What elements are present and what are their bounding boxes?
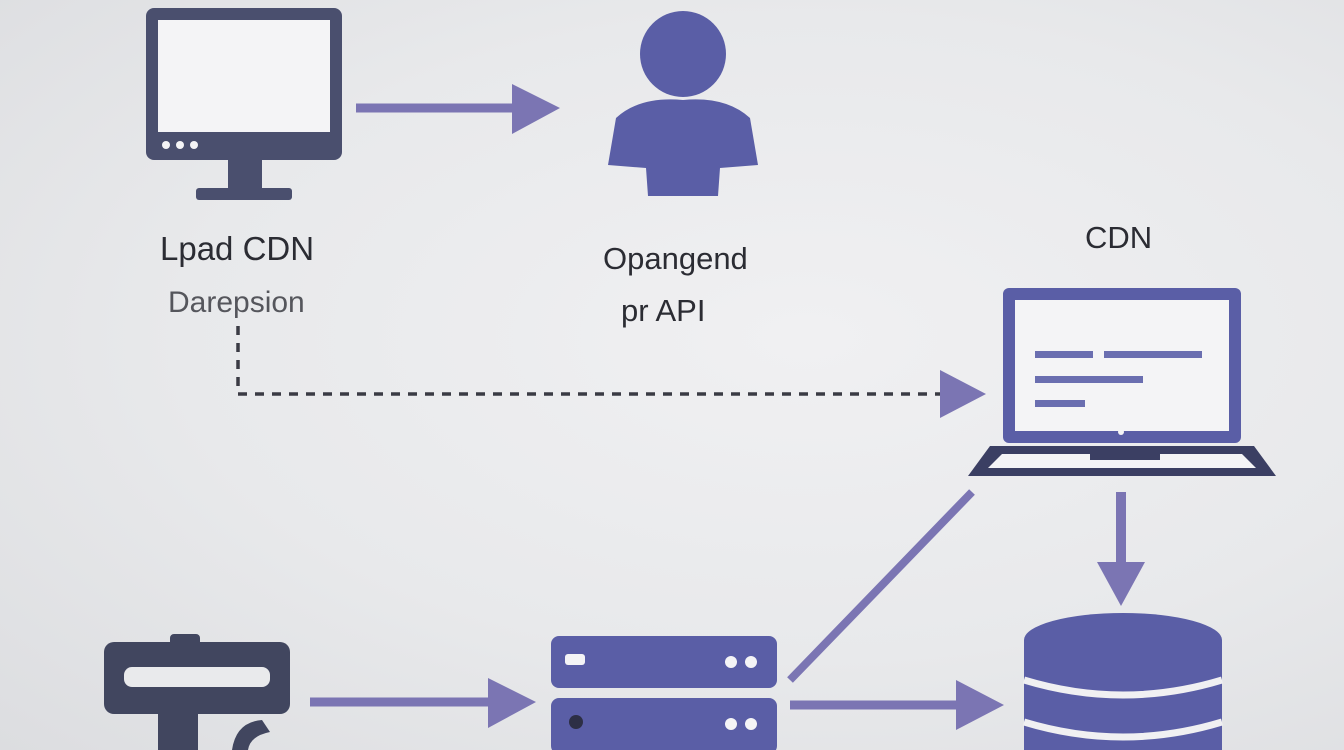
laptop-icon	[968, 288, 1276, 476]
database-icon	[1022, 613, 1224, 750]
line-server-to-laptop	[787, 489, 975, 683]
arrow-server-to-database	[790, 680, 1004, 730]
user-label-line1: Opangend	[603, 241, 748, 276]
desktop-subtitle: Darepsion	[168, 286, 305, 319]
arrow-desktop-to-user	[356, 84, 560, 134]
server-icon	[551, 636, 777, 750]
arrow-device-to-server	[310, 678, 536, 728]
user-icon	[608, 11, 758, 196]
dashed-connector	[236, 326, 986, 418]
laptop-title: CDN	[1085, 220, 1153, 255]
desktop-title: Lpad CDN	[160, 230, 315, 267]
arrow-laptop-to-database	[1097, 492, 1145, 606]
device-icon	[104, 634, 290, 750]
desktop-monitor-icon	[146, 8, 342, 200]
user-label-line2: pr API	[621, 293, 706, 328]
